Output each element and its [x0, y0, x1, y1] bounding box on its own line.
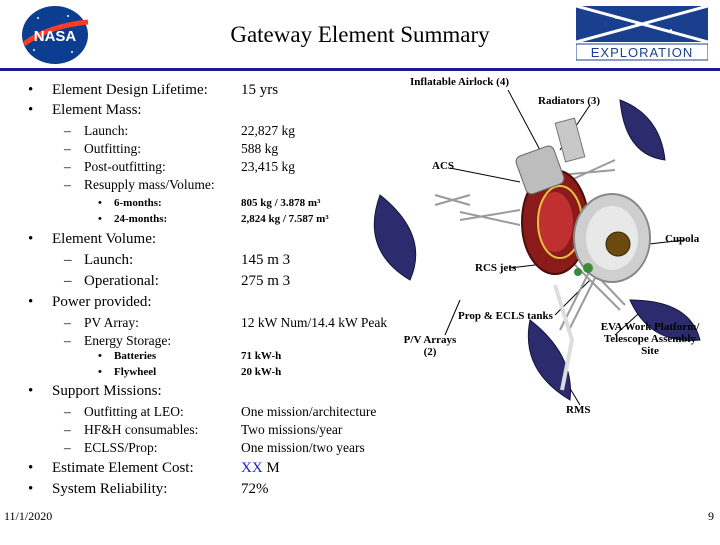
resupply-6m-value: 805 kg / 3.878 m³	[241, 197, 321, 209]
support-hfh-value: Two missions/year	[241, 422, 343, 437]
storage-flywheel-label: Flywheel	[98, 366, 156, 378]
resupply-24m-label: 24-months:	[98, 213, 167, 225]
title-rule	[0, 68, 720, 71]
label-prop: Prop & ECLS tanks	[458, 310, 553, 322]
cost-xx: XX	[241, 460, 263, 476]
storage-batteries-label: Batteries	[98, 350, 156, 362]
footer-date: 11/1/2020	[4, 509, 53, 523]
storage-flywheel-value: 20 kW-h	[241, 366, 282, 378]
resupply-24m-value: 2,824 kg / 7.587 m³	[241, 213, 329, 225]
volume-operational-value: 275 m 3	[241, 273, 291, 289]
page-title: Gateway Element Summary	[230, 22, 490, 47]
mass-label: Element Mass:	[28, 102, 141, 119]
volume-label: Element Volume:	[28, 231, 156, 248]
mass-launch-value: 22,827 kg	[241, 123, 295, 138]
support-leo-label: Outfitting at LEO:	[64, 404, 184, 420]
cost-unit: M	[262, 460, 280, 476]
exploration-logo-text: EXPLORATION	[591, 45, 694, 60]
reliability-label: System Reliability:	[28, 481, 168, 498]
mass-outfitting-label: Outfitting:	[64, 141, 141, 157]
support-label: Support Missions:	[28, 383, 162, 400]
label-radiators: Radiators (3)	[538, 95, 601, 107]
cost-value: XX M	[241, 460, 280, 477]
nasa-logo-text: NASA	[34, 28, 77, 45]
storage-batteries-value: 71 kW-h	[241, 350, 282, 362]
label-eva: EVA Work Platform/ Telescope Assembly Si…	[600, 321, 700, 357]
label-pv: P/V Arrays (2)	[403, 334, 457, 358]
mass-launch-label: Launch:	[64, 123, 128, 139]
power-pv-label: PV Array:	[64, 315, 139, 331]
power-label: Power provided:	[28, 294, 151, 311]
mass-post-value: 23,415 kg	[241, 159, 295, 174]
volume-launch-label: Launch:	[64, 252, 133, 269]
lifetime-value: 15 yrs	[241, 82, 279, 98]
label-rcs: RCS jets	[475, 262, 517, 274]
label-airlock: Inflatable Airlock (4)	[410, 76, 509, 88]
cost-label: Estimate Element Cost:	[28, 460, 194, 477]
support-eclss-label: ECLSS/Prop:	[64, 440, 157, 456]
lifetime-label: Element Design Lifetime:	[28, 82, 208, 99]
page-number: 9	[708, 509, 714, 523]
volume-launch-value: 145 m 3	[241, 252, 291, 268]
support-eclss-value: One mission/two years	[241, 440, 365, 455]
power-storage-label: Energy Storage:	[64, 333, 171, 349]
reliability-value: 72%	[241, 481, 269, 497]
support-leo-value: One mission/architecture	[241, 404, 377, 419]
label-acs: ACS	[432, 160, 455, 172]
nasa-logo: NASA	[18, 4, 92, 66]
mass-resupply-label: Resupply mass/Volume:	[64, 177, 215, 193]
power-pv-value: 12 kW Num/14.4 kW Peak	[241, 315, 388, 330]
mass-outfitting-value: 588 kg	[241, 141, 279, 156]
support-hfh-label: HF&H consumables:	[64, 422, 198, 438]
label-cupola: Cupola	[665, 233, 700, 245]
label-rms: RMS	[566, 404, 591, 416]
exploration-logo: EXPLORATION	[575, 4, 709, 62]
mass-post-label: Post-outfitting:	[64, 159, 166, 175]
volume-operational-label: Operational:	[64, 273, 159, 290]
resupply-6m-label: 6-months:	[98, 197, 162, 209]
